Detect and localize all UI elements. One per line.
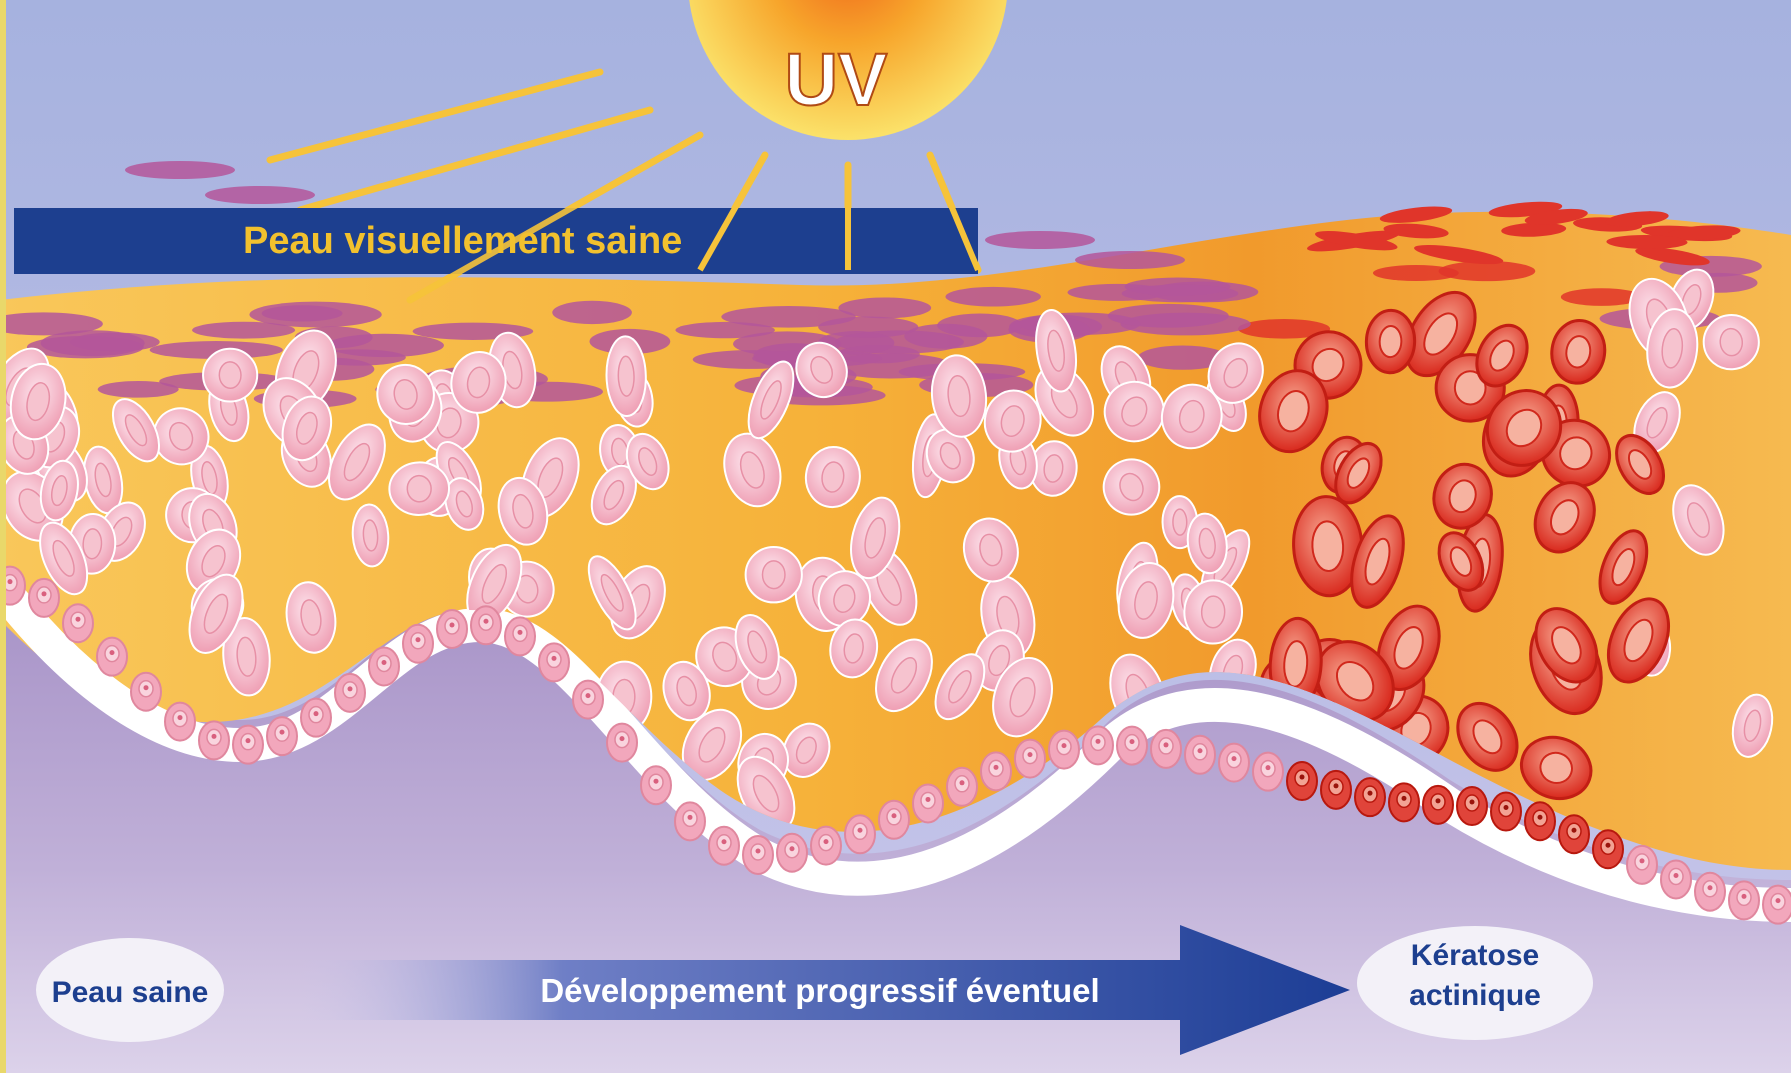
right-label-line2: actinique xyxy=(1409,979,1541,1012)
basal-cell xyxy=(199,721,229,759)
spinous-cell xyxy=(1184,580,1243,644)
basal-cell xyxy=(879,801,909,839)
basal-cell xyxy=(811,827,841,865)
basal-cell xyxy=(1423,786,1453,824)
left-label: Peau saine xyxy=(52,976,209,1009)
basal-cell xyxy=(1083,726,1113,764)
basal-cell xyxy=(675,802,705,840)
basal-cell xyxy=(29,579,59,617)
flat-cell xyxy=(675,322,774,338)
flat-cell xyxy=(98,381,179,398)
surface-flake xyxy=(985,231,1095,249)
basal-cell xyxy=(1491,793,1521,831)
basal-cell xyxy=(1627,846,1657,884)
basal-cell xyxy=(335,674,365,712)
basal-cell xyxy=(369,647,399,685)
basal-cell xyxy=(437,610,467,648)
basal-cell xyxy=(131,673,161,711)
basal-cell xyxy=(267,717,297,755)
surface-flake xyxy=(205,186,315,204)
basal-cell xyxy=(301,699,331,737)
flat-cell xyxy=(192,322,295,339)
flat-cell xyxy=(1122,285,1239,303)
basal-cell xyxy=(1287,762,1317,800)
top-banner-label: Peau visuellement saine xyxy=(243,220,682,262)
flat-cell xyxy=(552,301,632,324)
basal-cell xyxy=(709,827,739,865)
keratosis-cell xyxy=(1365,310,1415,374)
basal-cell xyxy=(471,606,501,644)
sun-label: UV xyxy=(785,38,888,121)
basal-cell xyxy=(63,604,93,642)
surface-flake xyxy=(125,161,235,179)
basal-cell xyxy=(1695,873,1725,911)
basal-cell xyxy=(1117,727,1147,765)
basal-cell xyxy=(1015,740,1045,778)
flat-cell xyxy=(818,317,918,338)
basal-cell xyxy=(1389,783,1419,821)
right-label-line1: Kératose xyxy=(1411,939,1539,972)
flat-cell xyxy=(41,330,145,356)
basal-cell xyxy=(1593,830,1623,868)
basal-cell xyxy=(1219,744,1249,782)
spinous-cell xyxy=(746,547,802,603)
basal-cell xyxy=(1253,753,1283,791)
basal-cell xyxy=(1457,787,1487,825)
basal-cell xyxy=(1525,802,1555,840)
spinous-cell xyxy=(202,348,258,402)
flat-cell xyxy=(945,287,1040,307)
basal-cell xyxy=(845,815,875,853)
basal-cell xyxy=(1321,771,1351,809)
basal-cell xyxy=(777,834,807,872)
basal-cell xyxy=(981,752,1011,790)
spinous-cell xyxy=(606,336,647,417)
basal-cell xyxy=(539,643,569,681)
arrow-label: Développement progressif éventuel xyxy=(540,972,1099,1009)
basal-cell xyxy=(1559,815,1589,853)
basal-cell xyxy=(505,617,535,655)
basal-cell xyxy=(641,766,671,804)
basal-cell xyxy=(607,724,637,762)
left-edge xyxy=(0,0,6,1073)
basal-cell xyxy=(1763,886,1791,924)
basal-cell xyxy=(1185,736,1215,774)
flat-cell xyxy=(1108,304,1229,328)
basal-cell xyxy=(573,681,603,719)
surface-flake xyxy=(1075,251,1185,269)
basal-cell xyxy=(233,726,263,764)
basal-cell xyxy=(1049,731,1079,769)
basal-cell xyxy=(913,784,943,822)
basal-cell xyxy=(1151,730,1181,768)
basal-cell xyxy=(1661,860,1691,898)
basal-cell xyxy=(165,703,195,741)
basal-cell xyxy=(97,638,127,676)
basal-cell xyxy=(743,836,773,874)
flat-cell xyxy=(262,305,343,321)
basal-cell xyxy=(1729,881,1759,919)
basal-cell xyxy=(1355,778,1385,816)
basal-cell xyxy=(947,768,977,806)
basal-cell xyxy=(403,625,433,663)
